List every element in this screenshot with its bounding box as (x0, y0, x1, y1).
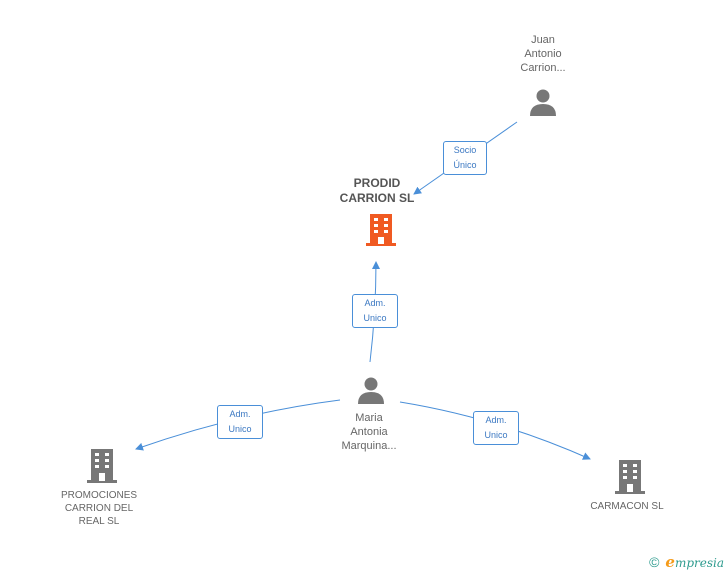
person-icon[interactable] (529, 88, 557, 116)
brand-rest: mpresia (674, 556, 724, 570)
badge-line2: Unico (363, 313, 387, 323)
person-juan-line2: Antonio (524, 48, 562, 60)
edge-label-adm-carmacon[interactable]: Adm. Unico (473, 411, 519, 445)
building-icon-highlighted[interactable] (366, 214, 396, 246)
person-icon[interactable] (357, 376, 385, 404)
person-juan-label[interactable]: Juan Antonio Carrion... (503, 33, 583, 75)
person-maria-line3: Marquina... (341, 440, 397, 452)
building-icon[interactable] (87, 449, 117, 483)
badge-line1: Socio (453, 145, 477, 155)
company-carmacon-line1: CARMACON SL (590, 501, 664, 512)
badge-line1: Adm. (485, 415, 507, 425)
company-carmacon-label[interactable]: CARMACON SL (577, 500, 677, 513)
badge-line2: Único (453, 160, 477, 170)
company-prodid-line1: PRODID (353, 176, 401, 190)
badge-line2: Unico (228, 424, 252, 434)
badge-line2: Unico (484, 430, 508, 440)
company-promociones-label[interactable]: PROMOCIONES CARRION DEL REAL SL (49, 489, 149, 528)
company-promociones-line2: CARRION DEL (64, 503, 134, 514)
brand-name: empresia (665, 553, 724, 571)
badge-line1: Adm. (364, 298, 386, 308)
person-maria-line2: Antonia (350, 426, 388, 438)
company-promociones-line3: REAL SL (78, 516, 120, 527)
empresia-logo: © empresia (649, 553, 724, 571)
person-maria-line1: Maria (355, 412, 383, 424)
edge-label-adm-promociones[interactable]: Adm. Unico (217, 405, 263, 439)
copyright-symbol: © (649, 554, 660, 570)
person-juan-line3: Carrion... (520, 62, 566, 74)
company-prodid-line2: CARRION SL (339, 191, 415, 205)
brand-initial: e (665, 553, 675, 571)
badge-line1: Adm. (229, 409, 251, 419)
person-juan-line1: Juan (531, 34, 555, 46)
company-promociones-line1: PROMOCIONES (60, 490, 138, 501)
person-maria-label[interactable]: Maria Antonia Marquina... (329, 411, 409, 453)
edge-label-socio-unico[interactable]: Socio Único (443, 141, 487, 175)
company-prodid-label[interactable]: PRODID CARRION SL (322, 176, 432, 206)
building-icon[interactable] (615, 460, 645, 494)
edge-label-adm-prodid[interactable]: Adm. Unico (352, 294, 398, 328)
